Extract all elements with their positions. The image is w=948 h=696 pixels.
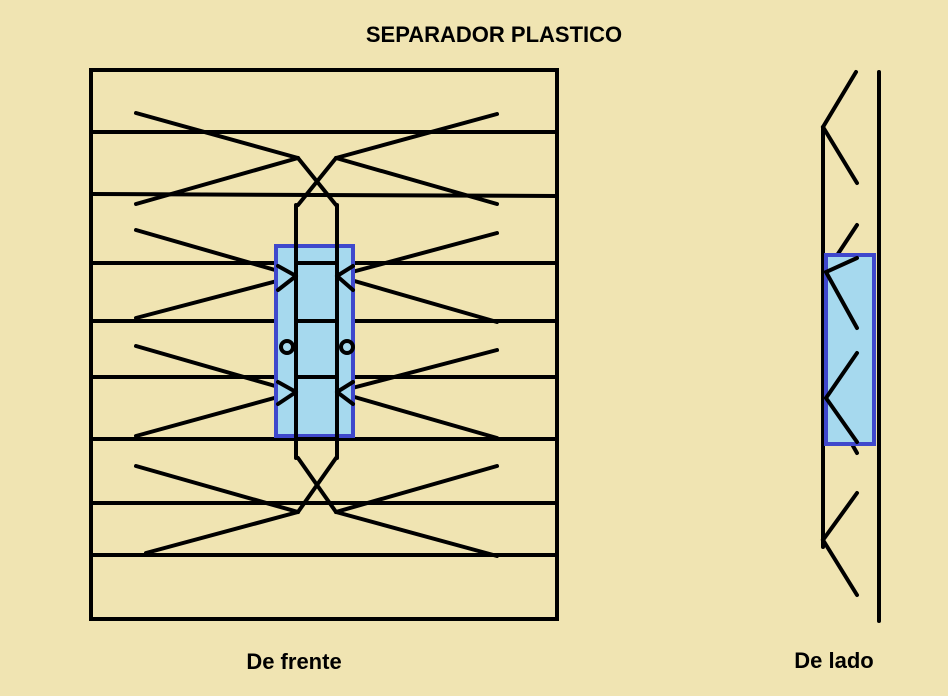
side-view-caption: De lado <box>794 648 874 673</box>
front-view-caption: De frente <box>246 649 342 674</box>
diagram-title: SEPARADOR PLASTICO <box>365 22 623 47</box>
front-central-posts <box>276 203 355 460</box>
side-zigzag-bottom <box>820 491 859 597</box>
front-view <box>89 68 559 621</box>
front-clip-right <box>339 339 355 355</box>
front-clip-left <box>279 339 295 355</box>
front-bottom-cross <box>134 456 499 558</box>
front-frame <box>89 68 559 621</box>
front-right-braces <box>335 231 499 440</box>
side-zigzag-top <box>820 70 859 185</box>
front-top-cross <box>134 111 499 207</box>
front-left-braces <box>134 228 298 438</box>
side-highlight-zigzag <box>823 256 859 444</box>
